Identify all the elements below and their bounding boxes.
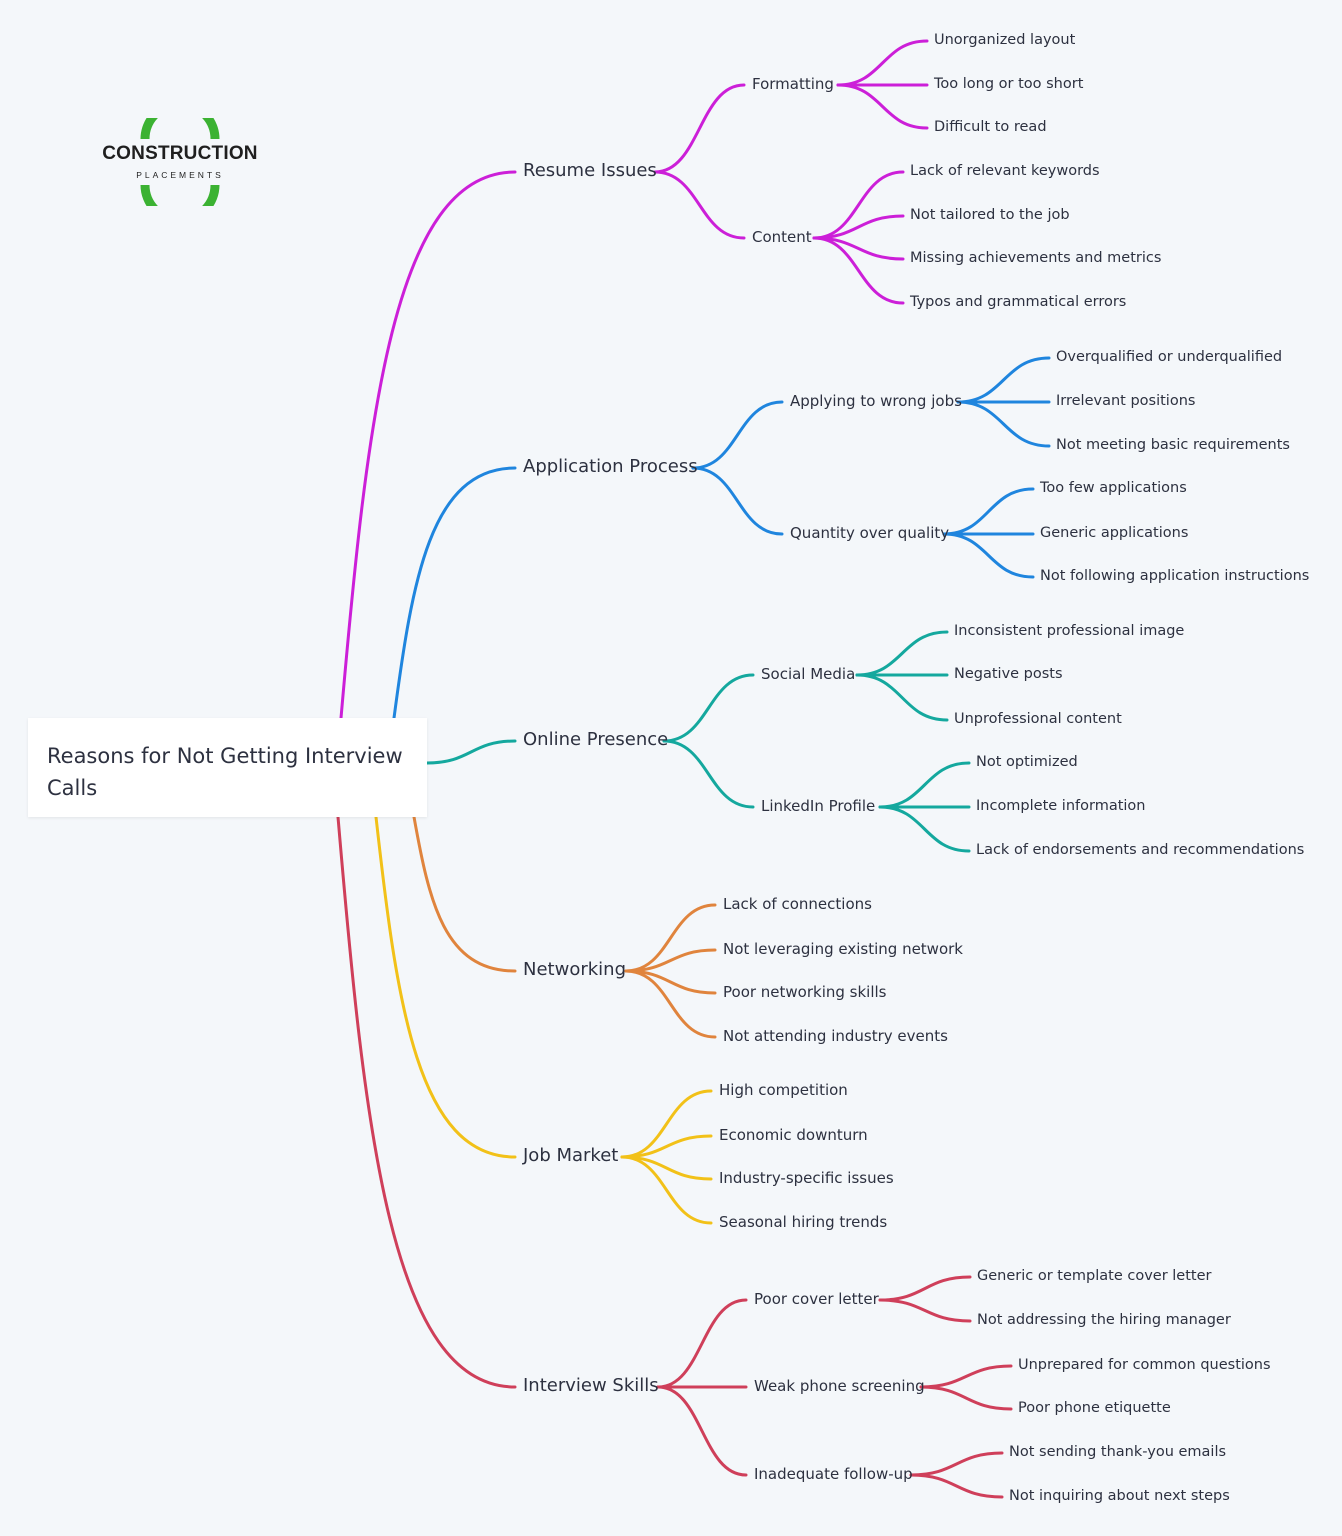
subbranch-connector (691, 400, 784, 470)
branch-connector-3 (412, 815, 517, 973)
leaf-connector (909, 1451, 1004, 1477)
leaf-node[interactable]: Not addressing the hiring manager (977, 1312, 1231, 1328)
leaf-connector (942, 532, 1035, 579)
leaf-node[interactable]: Irrelevant positions (1056, 393, 1196, 409)
subbranch-node[interactable]: Lack of connections (723, 895, 872, 913)
leaf-node[interactable]: Unorganized layout (934, 32, 1076, 48)
subbranch-connector (656, 1298, 748, 1389)
leaf-connector (836, 39, 929, 87)
branch-connector-1 (392, 466, 517, 720)
leaf-node[interactable]: Too few applications (1040, 480, 1187, 496)
leaf-node[interactable]: Typos and grammatical errors (910, 294, 1127, 310)
subbranch-node[interactable]: Formatting (752, 75, 834, 93)
leaf-node[interactable]: Not following application instructions (1040, 568, 1310, 584)
logo-ring-icon (140, 118, 220, 206)
leaf-node[interactable]: Negative posts (954, 666, 1063, 682)
construction-placements-logo: CONSTRUCTION PLACEMENTS (96, 118, 264, 206)
leaf-node[interactable]: Poor phone etiquette (1018, 1400, 1171, 1416)
leaf-node[interactable]: Overqualified or underqualified (1056, 349, 1283, 365)
leaf-node[interactable]: Missing achievements and metrics (910, 250, 1162, 266)
leaf-connector (909, 1473, 1004, 1499)
leaf-node[interactable]: Generic or template cover letter (977, 1268, 1212, 1284)
root-node[interactable]: Reasons for Not Getting Interview Calls (28, 718, 427, 817)
branch-node[interactable]: Application Process (523, 456, 698, 477)
leaf-node[interactable]: Too long or too short (934, 76, 1084, 92)
subbranch-connector (656, 1385, 748, 1477)
subbranch-connector (620, 1089, 713, 1159)
subbranch-node[interactable]: Seasonal hiring trends (719, 1213, 888, 1231)
branch-connector-4 (374, 815, 517, 1159)
leaf-node[interactable]: Lack of relevant keywords (910, 163, 1100, 179)
subbranch-node[interactable]: Applying to wrong jobs (790, 392, 962, 410)
leaf-connector (919, 1364, 1013, 1389)
logo-sub-text: PLACEMENTS (136, 170, 224, 180)
leaf-connector (878, 761, 971, 809)
branch-node[interactable]: Job Market (523, 1145, 619, 1166)
leaf-connector (878, 1298, 972, 1323)
leaf-node[interactable]: Lack of endorsements and recommendations (976, 842, 1305, 858)
subbranch-node[interactable]: Not leveraging existing network (723, 940, 963, 958)
subbranch-connector (624, 903, 717, 973)
leaf-node[interactable]: Not optimized (976, 754, 1078, 770)
leaf-node[interactable]: Not sending thank-you emails (1009, 1444, 1227, 1460)
branch-connector-0 (339, 170, 517, 720)
subbranch-connector (653, 170, 746, 240)
subbranch-node[interactable]: Industry-specific issues (719, 1169, 894, 1187)
subbranch-connector (662, 673, 755, 743)
branch-node[interactable]: Resume Issues (523, 160, 657, 181)
leaf-connector (836, 83, 929, 130)
subbranch-connector (662, 739, 755, 809)
leaf-connector (942, 487, 1035, 536)
leaf-node[interactable]: Not tailored to the job (910, 207, 1070, 223)
subbranch-connector (653, 83, 746, 174)
leaf-connector (855, 630, 949, 677)
branch-node[interactable]: Interview Skills (523, 1375, 659, 1396)
branch-connector-2 (425, 739, 517, 765)
subbranch-node[interactable]: Content (752, 228, 812, 246)
subbranch-connector (691, 466, 784, 536)
subbranch-node[interactable]: Poor cover letter (754, 1290, 879, 1308)
branch-connector-5 (336, 815, 517, 1389)
leaf-node[interactable]: Unprepared for common questions (1018, 1357, 1271, 1373)
subbranch-node[interactable]: Inadequate follow-up (754, 1465, 913, 1483)
leaf-connector (812, 170, 905, 240)
leaf-node[interactable]: Inconsistent professional image (954, 623, 1185, 639)
branch-node[interactable]: Online Presence (523, 729, 669, 750)
subbranch-node[interactable]: Not attending industry events (723, 1027, 948, 1045)
leaf-connector (956, 356, 1051, 404)
leaf-node[interactable]: Generic applications (1040, 525, 1189, 541)
leaf-connector (878, 1275, 972, 1302)
leaf-connector (919, 1385, 1013, 1411)
subbranch-node[interactable]: Quantity over quality (790, 524, 950, 542)
subbranch-node[interactable]: LinkedIn Profile (761, 797, 876, 815)
leaf-node[interactable]: Unprofessional content (954, 711, 1122, 727)
subbranch-connector (620, 1155, 713, 1225)
leaf-node[interactable]: Not meeting basic requirements (1056, 437, 1290, 453)
leaf-node[interactable]: Not inquiring about next steps (1009, 1488, 1230, 1504)
leaf-connector (812, 236, 905, 305)
subbranch-node[interactable]: Poor networking skills (723, 983, 887, 1001)
branch-node[interactable]: Networking (523, 959, 626, 980)
leaf-connector (878, 805, 971, 853)
leaf-node[interactable]: Incomplete information (976, 798, 1146, 814)
leaf-connector (956, 400, 1051, 448)
leaf-connector (855, 673, 949, 722)
subbranch-node[interactable]: Social Media (761, 665, 856, 683)
subbranch-connector (624, 969, 717, 1039)
logo-brand-text: CONSTRUCTION (102, 143, 258, 164)
subbranch-node[interactable]: Economic downturn (719, 1126, 868, 1144)
subbranch-node[interactable]: Weak phone screening (754, 1377, 925, 1395)
leaf-node[interactable]: Difficult to read (934, 119, 1047, 135)
subbranch-node[interactable]: High competition (719, 1081, 848, 1099)
